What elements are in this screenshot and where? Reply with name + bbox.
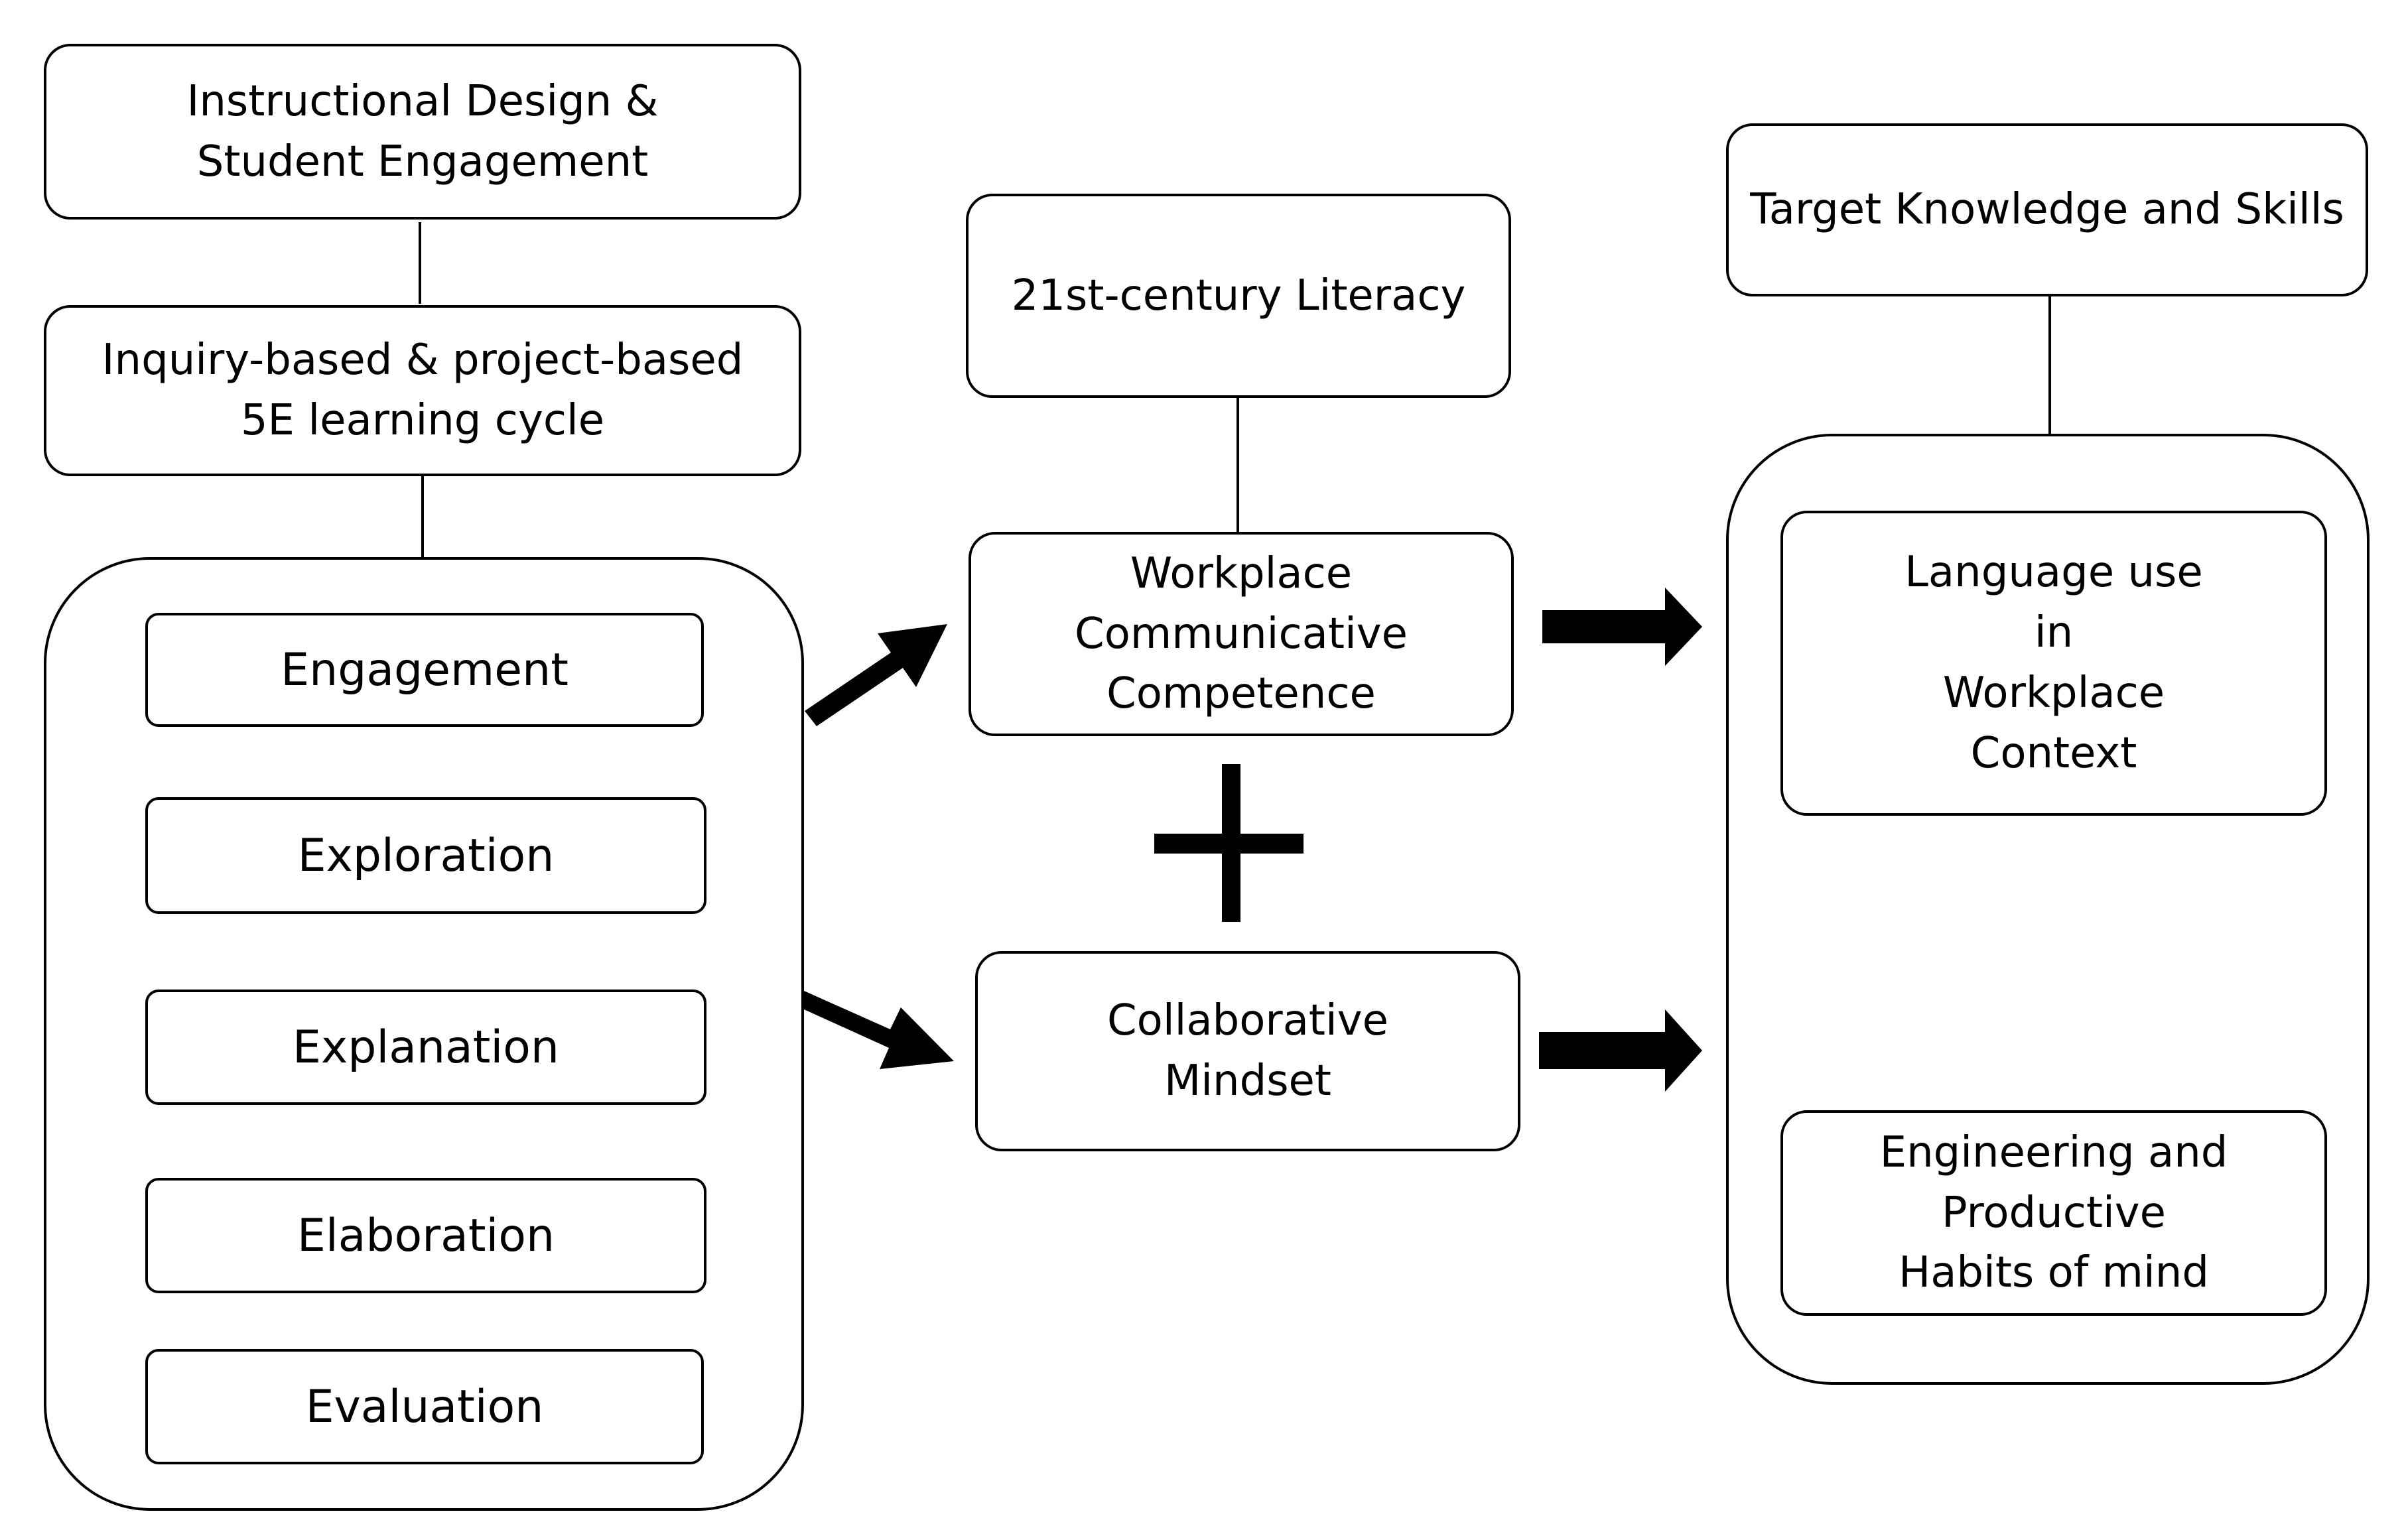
arrow-to-collaborative-shape — [804, 991, 954, 1069]
cycle-step-explanation: Explanation — [145, 990, 706, 1105]
literacy-label: 21st-century Literacy — [1011, 271, 1466, 320]
instructional-design-box: Instructional Design & Student Engagemen… — [44, 44, 801, 220]
cycle-step-label: Evaluation — [305, 1380, 544, 1433]
workplace-competence-label: Workplace Communicative Competence — [1075, 548, 1408, 719]
collaborative-mindset-box: Collaborative Mindset — [975, 951, 1520, 1151]
literacy-box: 21st-century Literacy — [966, 194, 1511, 398]
cycle-step-exploration: Exploration — [145, 797, 706, 914]
arrow-workplace-to-language — [1542, 588, 1702, 666]
engineering-habits-box: Engineering and Productive Habits of min… — [1780, 1110, 2327, 1316]
cycle-step-label: Engagement — [281, 643, 569, 696]
workplace-competence-box: Workplace Communicative Competence — [969, 532, 1514, 736]
target-knowledge-label: Target Knowledge and Skills — [1750, 185, 2344, 235]
language-use-label: Language use in Workplace Context — [1905, 548, 2203, 778]
plus-sign-middle — [1154, 764, 1304, 922]
arrow-collaborative-to-engineering — [1539, 1009, 1702, 1092]
cycle-step-label: Explanation — [293, 1021, 559, 1074]
cycle-step-engagement: Engagement — [145, 613, 704, 727]
target-knowledge-box: Target Knowledge and Skills — [1726, 123, 2368, 296]
engineering-habits-label: Engineering and Productive Habits of min… — [1879, 1127, 2228, 1298]
cycle-step-elaboration: Elaboration — [145, 1178, 706, 1293]
learning-approach-label: Inquiry-based & project-based 5E learnin… — [101, 336, 744, 445]
cycle-step-label: Elaboration — [297, 1209, 555, 1262]
cycle-step-label: Exploration — [297, 829, 555, 882]
arrow-to-workplace-shape — [805, 624, 947, 726]
language-use-box: Language use in Workplace Context — [1780, 511, 2327, 816]
instructional-design-label: Instructional Design & Student Engagemen… — [186, 76, 659, 186]
learning-approach-box: Inquiry-based & project-based 5E learnin… — [44, 305, 801, 476]
collaborative-mindset-label: Collaborative Mindset — [1106, 996, 1389, 1106]
cycle-step-evaluation: Evaluation — [145, 1349, 704, 1464]
